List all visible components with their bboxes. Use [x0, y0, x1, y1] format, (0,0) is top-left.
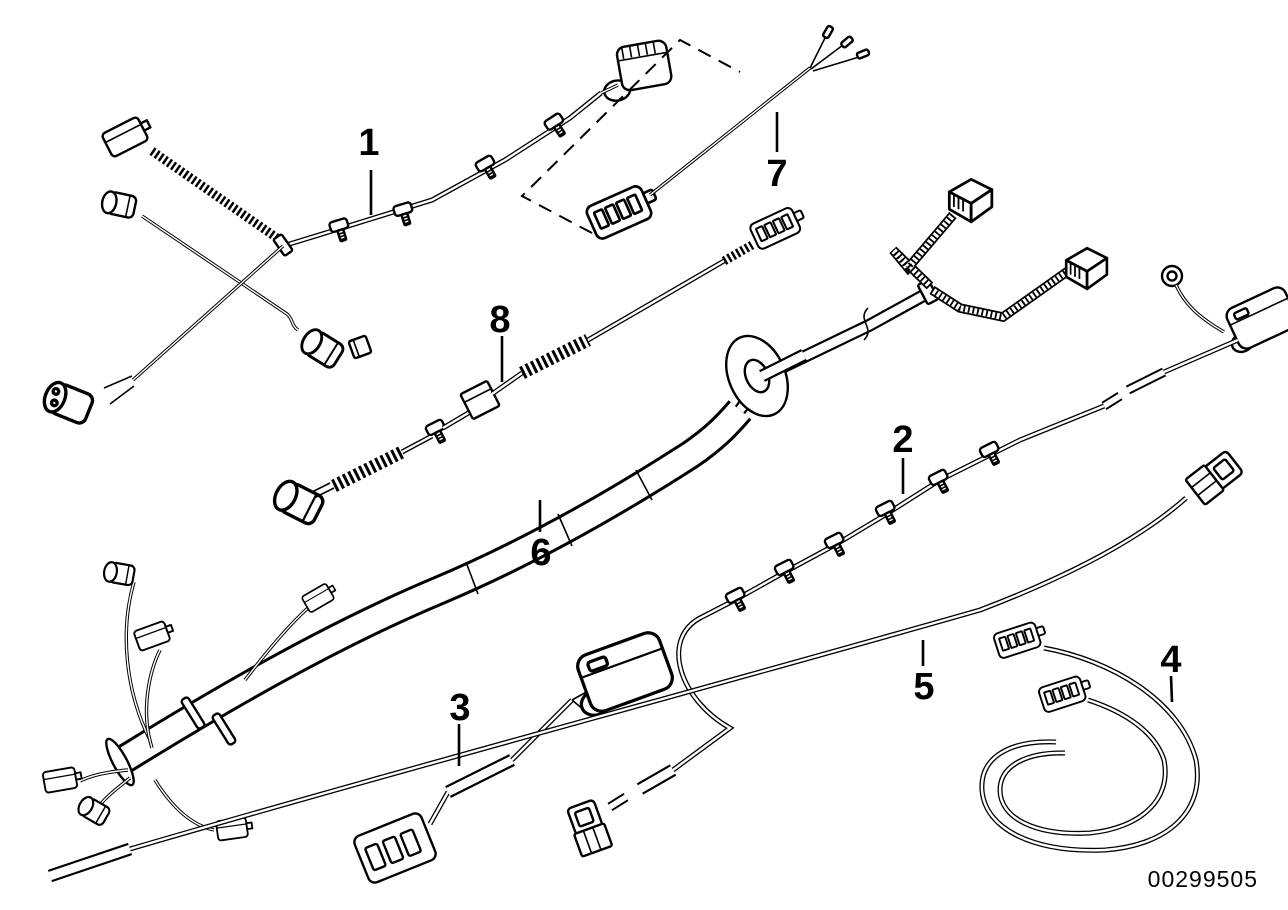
- harness-1-drawing: [42, 39, 673, 425]
- connector: [583, 178, 664, 242]
- harness-5-drawing: [47, 447, 1246, 883]
- harness-4-drawing: [979, 618, 1200, 853]
- connector: [41, 765, 85, 794]
- connector: [1184, 447, 1246, 507]
- ribbon-branch: [929, 267, 1071, 323]
- callout-8-label[interactable]: 8: [489, 299, 510, 341]
- callout-3-label[interactable]: 3: [449, 687, 470, 729]
- connector: [101, 560, 137, 587]
- wire-splay: [809, 35, 860, 72]
- cable-loop: [997, 697, 1168, 836]
- connector: [1064, 246, 1109, 291]
- connector: [563, 627, 678, 721]
- cable-clip: [542, 111, 572, 142]
- callout-5-label[interactable]: 5: [913, 666, 934, 708]
- connector: [351, 810, 439, 886]
- callout-7-label[interactable]: 7: [766, 153, 787, 195]
- mounting-block: [459, 380, 501, 420]
- callout-3[interactable]: 3: [449, 687, 471, 766]
- corrugated-sleeve: [721, 241, 755, 265]
- cable-clip: [772, 557, 801, 587]
- callout-6-label[interactable]: 6: [530, 532, 551, 574]
- connector: [991, 618, 1050, 661]
- connector: [563, 797, 614, 858]
- connector: [300, 579, 340, 614]
- harness-2-drawing: [563, 264, 1288, 858]
- terminal-end: [855, 48, 871, 60]
- break-squiggle: [863, 307, 869, 341]
- reference-dashed-box: [520, 38, 741, 234]
- cable-clip: [473, 153, 502, 184]
- callout-1[interactable]: 1: [358, 122, 380, 215]
- connector: [268, 475, 327, 528]
- terminal-end: [840, 35, 854, 49]
- corrugated-sleeve: [331, 446, 405, 492]
- harness-7-drawing: [520, 24, 871, 242]
- duct-open-end: [105, 737, 135, 787]
- callout-4[interactable]: 4: [1160, 639, 1182, 703]
- corrugated-sleeve: [149, 147, 280, 242]
- cable-clip: [423, 417, 452, 447]
- callout-1-label[interactable]: 1: [358, 122, 379, 164]
- connector: [296, 324, 347, 371]
- connector: [747, 202, 810, 252]
- connector: [947, 177, 994, 224]
- connector: [132, 617, 177, 653]
- callout-7[interactable]: 7: [766, 112, 788, 195]
- callout-5[interactable]: 5: [913, 640, 935, 708]
- harness-3-drawing: [351, 627, 678, 886]
- callout-2[interactable]: 2: [892, 419, 914, 494]
- connector: [42, 380, 95, 425]
- cable: [141, 214, 300, 332]
- connector-flange: [347, 334, 373, 360]
- callout-4-label[interactable]: 4: [1160, 639, 1181, 681]
- duct-clamp-ring: [180, 696, 206, 730]
- connector: [100, 111, 157, 159]
- branch-cable: [153, 779, 215, 832]
- connector: [1036, 672, 1095, 715]
- callout-8[interactable]: 8: [489, 299, 511, 382]
- cable-clip: [873, 498, 902, 528]
- harness-8-drawing: [268, 202, 810, 528]
- image-number: 00299505: [1148, 866, 1258, 892]
- cable-clip: [977, 439, 1006, 469]
- callout-2-label[interactable]: 2: [892, 419, 913, 461]
- connector: [602, 39, 673, 102]
- connector: [98, 188, 139, 220]
- harness-6-drawing: [41, 177, 1109, 842]
- ring-terminal: [1160, 264, 1184, 288]
- corrugated-sleeve: [519, 334, 591, 379]
- cable-clip: [327, 216, 354, 245]
- callout-6[interactable]: 6: [530, 500, 552, 574]
- ground-lead: [1174, 284, 1225, 334]
- terminal-end: [821, 24, 835, 40]
- duct-clamp-ring: [211, 712, 237, 746]
- firewall-grommet: [725, 334, 789, 418]
